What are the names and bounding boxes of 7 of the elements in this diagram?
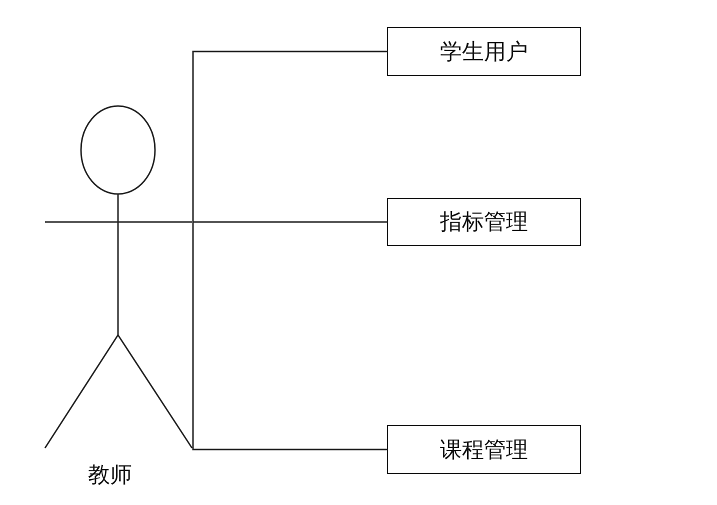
use-case-box: 学生用户 xyxy=(387,27,581,76)
use-case-box: 指标管理 xyxy=(387,198,581,246)
actor-label: 教师 xyxy=(88,462,132,490)
use-case-box: 课程管理 xyxy=(387,425,581,474)
connector-line xyxy=(193,221,387,223)
connector-line xyxy=(192,50,387,222)
connector-line xyxy=(192,222,387,450)
